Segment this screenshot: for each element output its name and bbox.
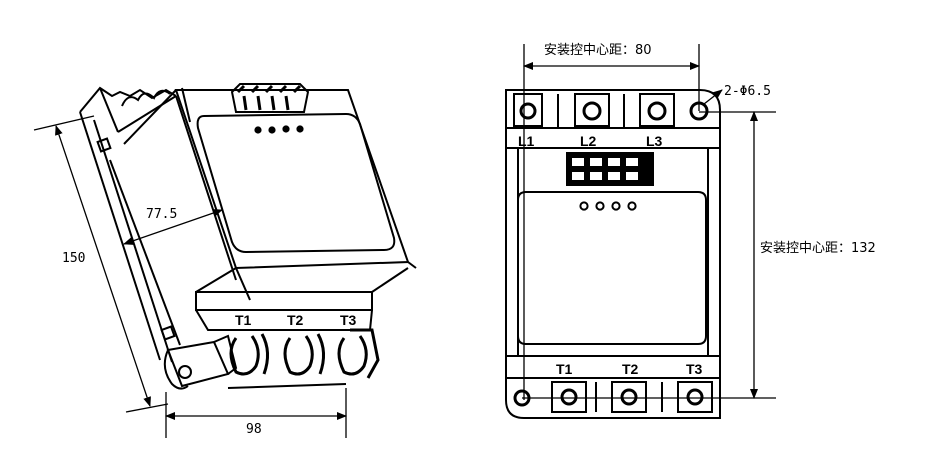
iso-terminal-label-t2: T2	[287, 312, 304, 328]
front-terminal-label-t3: T3	[686, 361, 703, 377]
dim-77-5: 77.5	[123, 207, 223, 245]
hole-callout-label: 2-Φ6.5	[724, 84, 771, 99]
dim-98-label: 98	[246, 422, 262, 437]
front-terminal-label-t2: T2	[622, 361, 639, 377]
front-terminal-label-l1: L1	[518, 133, 535, 149]
center-connector	[566, 152, 654, 186]
top-terminal-strip: L1 L2 L3	[506, 93, 720, 149]
dim-150: 150	[33, 115, 169, 413]
iso-terminal-label-t1: T1	[235, 312, 252, 328]
bottom-terminal-strip: T1 T2 T3	[506, 355, 720, 413]
front-terminal-label-l3: L3	[646, 133, 663, 149]
dim-150-label: 150	[62, 251, 85, 266]
dim-v-132-label: 安装控中心距：132	[760, 241, 876, 256]
front-terminal-label-l2: L2	[580, 133, 597, 149]
bottom-terminal-block: T1 T2 T3	[163, 267, 409, 390]
isometric-view: T1 T2 T3 150 77.5	[33, 83, 417, 438]
front-outline	[505, 89, 721, 419]
dim-h-80-label: 安装控中心距：80	[544, 43, 652, 58]
side-body	[79, 86, 237, 363]
front-view: L1 L2 L3 T1 T2	[505, 43, 876, 419]
front-cover-panel	[517, 191, 707, 345]
hole-callout: 2-Φ6.5	[703, 84, 771, 105]
front-terminal-label-t1: T1	[556, 361, 573, 377]
main-body	[174, 83, 417, 301]
dim-98: 98	[165, 388, 347, 438]
dim-v-132: 安装控中心距：132	[522, 111, 876, 399]
dim-h-80: 安装控中心距：80	[523, 43, 700, 400]
dim-77-5-label: 77.5	[146, 207, 177, 222]
iso-terminal-label-t3: T3	[340, 312, 357, 328]
